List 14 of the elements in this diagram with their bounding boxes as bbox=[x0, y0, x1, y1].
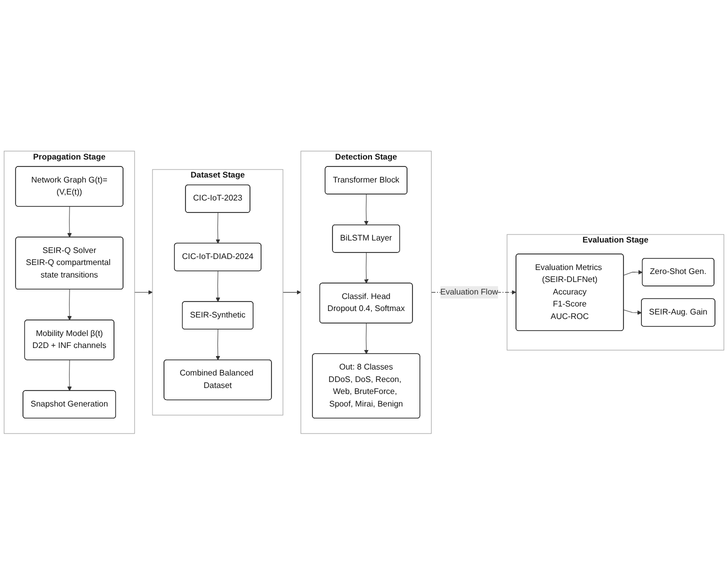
edge-label: Evaluation Flow bbox=[440, 288, 498, 297]
arrow bbox=[67, 360, 72, 392]
arrow bbox=[67, 206, 72, 238]
arrow bbox=[623, 270, 643, 276]
arrow bbox=[67, 289, 72, 321]
arrow bbox=[134, 290, 153, 295]
arrow bbox=[364, 323, 369, 354]
arrow bbox=[216, 271, 220, 302]
arrow bbox=[364, 252, 369, 284]
arrow bbox=[216, 329, 220, 360]
arrow bbox=[282, 290, 302, 295]
arrow bbox=[364, 194, 369, 226]
arrow bbox=[623, 310, 642, 316]
arrow bbox=[216, 212, 220, 244]
